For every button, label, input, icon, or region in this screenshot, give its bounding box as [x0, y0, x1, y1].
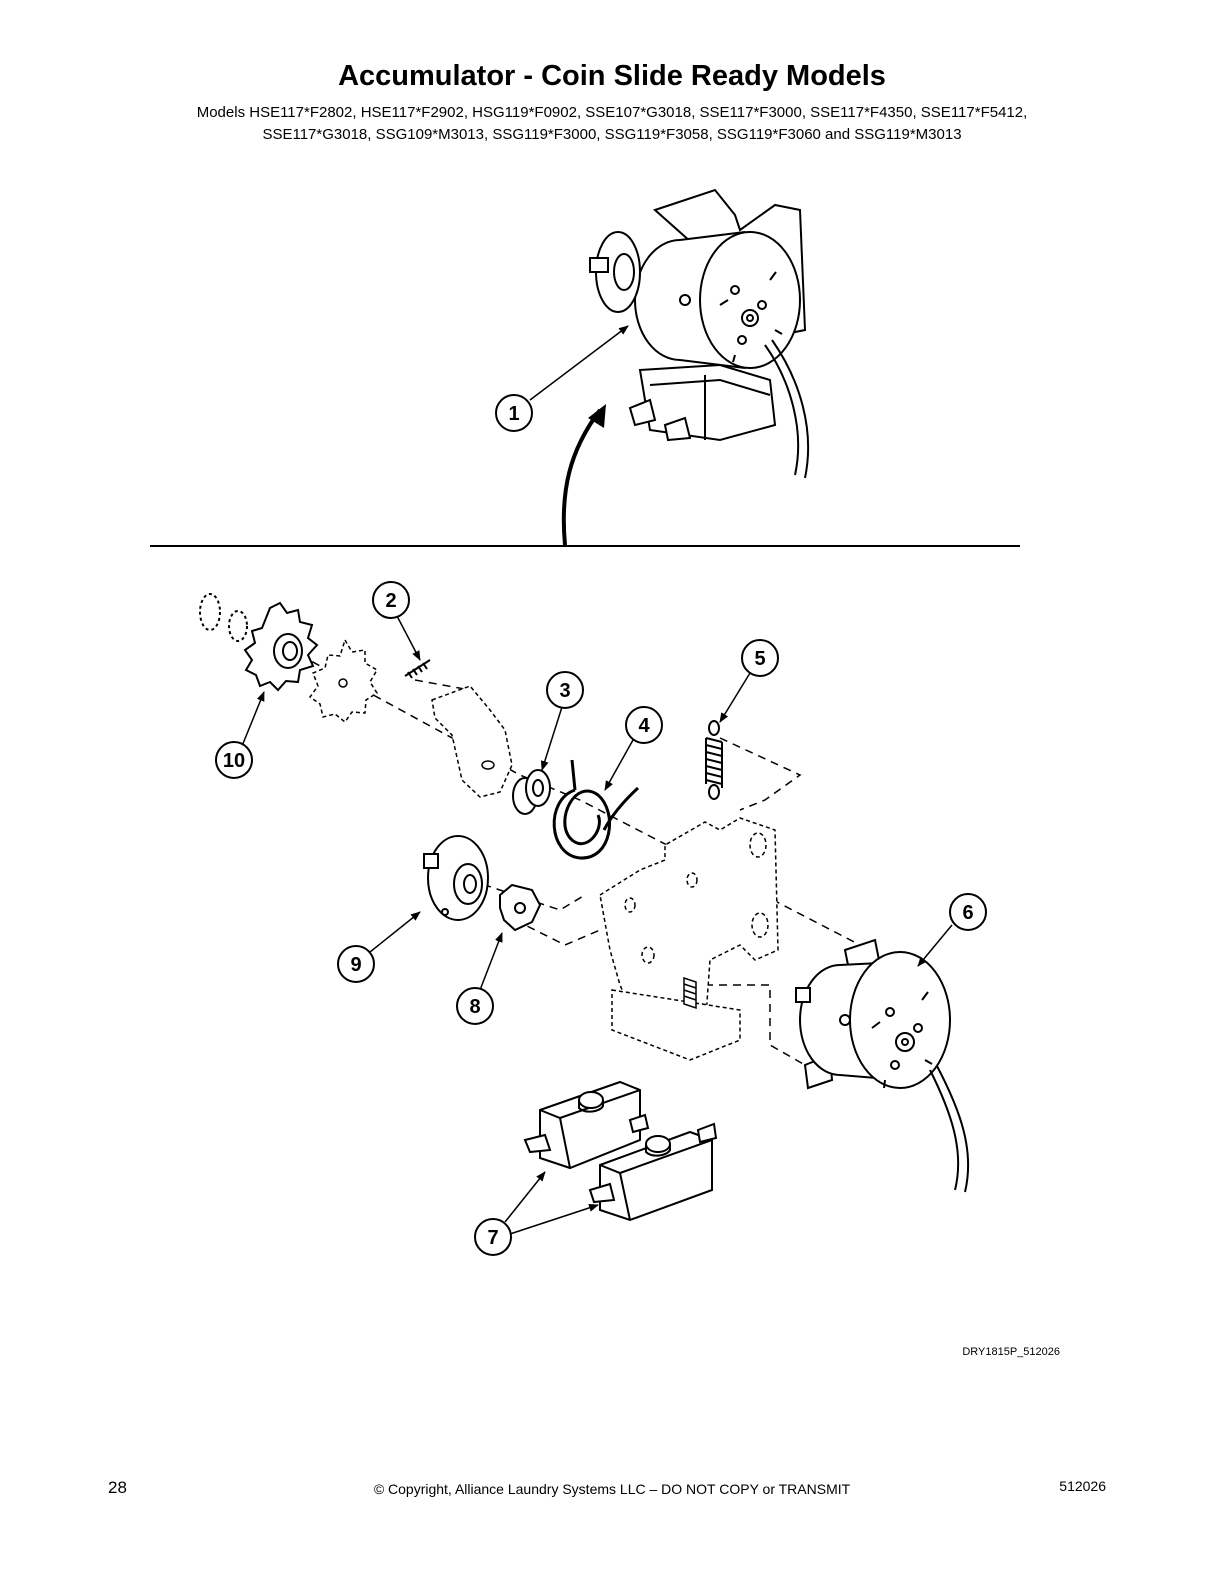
part-7-switch-lower	[588, 1122, 718, 1222]
lever-hole	[481, 760, 495, 770]
callout-4-circle	[625, 706, 663, 744]
callout-1-circle	[495, 394, 533, 432]
copyright-notice: © Copyright, Alliance Laundry Systems LL…	[373, 1481, 851, 1497]
assembly-arrow	[561, 408, 602, 546]
callout-6-circle	[949, 893, 987, 931]
model-list-line-1: Models HSE117*F2802, HSE117*F2902, HSG11…	[196, 104, 1028, 121]
callout-2-circle	[372, 581, 410, 619]
callout-7-leader-lower	[509, 1204, 599, 1235]
callout-8-label: 8	[469, 996, 480, 1018]
part-6-motor	[795, 938, 970, 1193]
callout-10-label: 10	[223, 750, 245, 772]
model-list-line-2: SSE117*G3018, SSG109*M3013, SSG119*F3000…	[262, 126, 962, 143]
callout-2-label: 2	[385, 590, 396, 612]
drawing-code: DRY1815P_512026	[962, 1346, 1060, 1358]
callout-10-leader	[241, 691, 265, 747]
model-list: Models HSE117*F2802, HSE117*F2902, HSG11…	[0, 102, 1224, 146]
assembly-centerlines	[299, 654, 861, 1066]
part-3-bushing	[512, 769, 551, 815]
page-title: Accumulator - Coin Slide Ready Models	[338, 60, 886, 92]
bracket-reference	[599, 817, 779, 1061]
callout-10-circle	[215, 741, 253, 779]
callout-9-circle	[337, 945, 375, 983]
star-gear-hole	[338, 678, 348, 688]
callout-1-leader	[529, 325, 629, 401]
accumulator-assembly-drawing	[589, 188, 810, 479]
page-number: 28	[108, 1478, 127, 1497]
callout-8-leader	[479, 932, 503, 991]
callout-5-leader	[719, 672, 751, 723]
callout-3-label: 3	[559, 680, 570, 702]
part-2-spring	[404, 659, 431, 679]
callout-5-circle	[741, 639, 779, 677]
callout-5-label: 5	[754, 648, 765, 670]
callout-8-circle	[456, 987, 494, 1025]
assembly-arrow-head	[588, 404, 606, 428]
part-8-clip	[499, 883, 542, 932]
lever-reference	[431, 685, 513, 798]
callout-9-leader	[369, 911, 421, 953]
callout-3-leader	[540, 706, 563, 771]
callout-6-leader	[917, 924, 953, 967]
callout-3-circle	[546, 671, 584, 709]
document-number: 512026	[1059, 1478, 1106, 1494]
callout-4-label: 4	[638, 715, 650, 737]
callout-7-leader-upper	[504, 1171, 546, 1223]
callout-7-label: 7	[487, 1227, 498, 1249]
part-5-extension-spring	[705, 720, 723, 800]
callout-7-circle	[474, 1218, 512, 1256]
part-9-cam	[423, 835, 489, 921]
callout-1-label: 1	[508, 403, 519, 425]
callout-4-leader	[604, 739, 634, 791]
callout-9-label: 9	[350, 954, 361, 976]
part-7-switch-upper	[523, 1080, 650, 1170]
part-10-gear	[199, 593, 319, 692]
part-4-torsion-spring	[552, 759, 640, 860]
bracket-screw	[683, 976, 697, 1010]
callout-2-leader	[396, 615, 421, 661]
callout-6-label: 6	[962, 902, 973, 924]
